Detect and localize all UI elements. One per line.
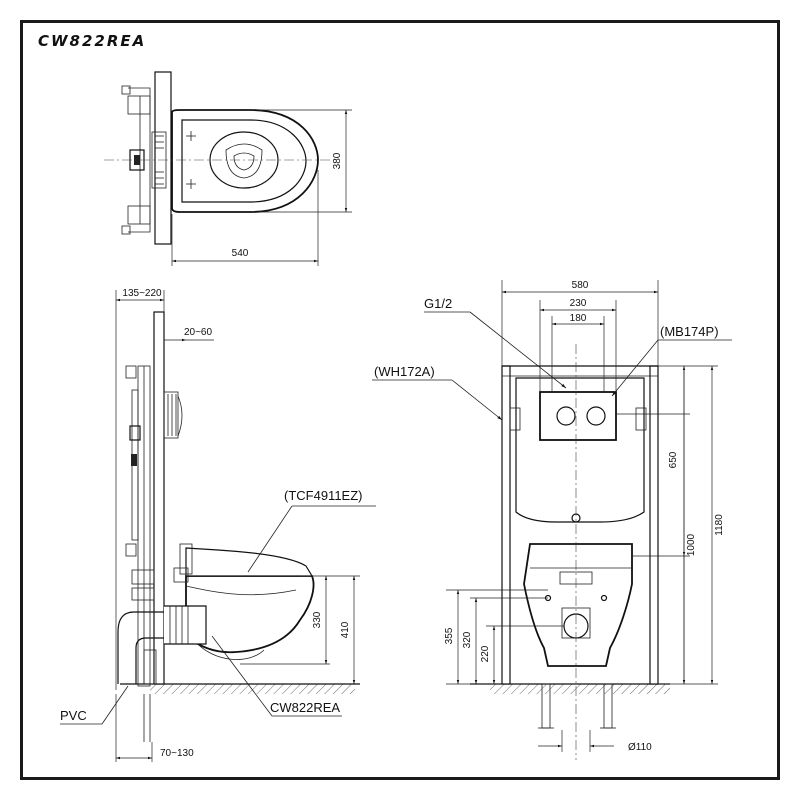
side-view: 135~220 20~60 330 410 70~130 (TCF4911EZ)… (60, 288, 376, 762)
dim-330: 330 (312, 611, 323, 628)
dim-380: 380 (332, 152, 343, 169)
dim-20-60: 20~60 (184, 327, 213, 338)
top-view: 540 380 (104, 71, 352, 266)
dim-230: 230 (570, 298, 587, 309)
drawing-frame (20, 20, 780, 780)
dim-580: 580 (572, 280, 589, 291)
front-view: 580 230 180 650 1000 1180 355 320 220 (372, 280, 732, 760)
dim-1180: 1180 (714, 514, 725, 536)
dim-650: 650 (668, 451, 679, 468)
label-frame: (WH172A) (374, 364, 435, 379)
label-seat: (TCF4911EZ) (284, 488, 363, 503)
dim-70-130: 70~130 (160, 748, 194, 759)
dim-180: 180 (570, 313, 587, 324)
label-pvc: PVC (60, 708, 87, 723)
model-title: CW822REA (38, 32, 147, 50)
label-inlet: G1/2 (424, 296, 452, 311)
dim-355: 355 (444, 627, 455, 644)
dim-135-220: 135~220 (122, 288, 162, 299)
dim-540: 540 (232, 248, 249, 259)
label-plate: (MB174P) (660, 324, 719, 339)
dim-220: 220 (480, 645, 491, 662)
dim-1000: 1000 (686, 533, 697, 556)
label-bowl: CW822REA (270, 700, 340, 715)
dim-diameter: Ø110 (628, 742, 652, 753)
dim-410: 410 (340, 621, 351, 638)
dim-320: 320 (462, 631, 473, 648)
